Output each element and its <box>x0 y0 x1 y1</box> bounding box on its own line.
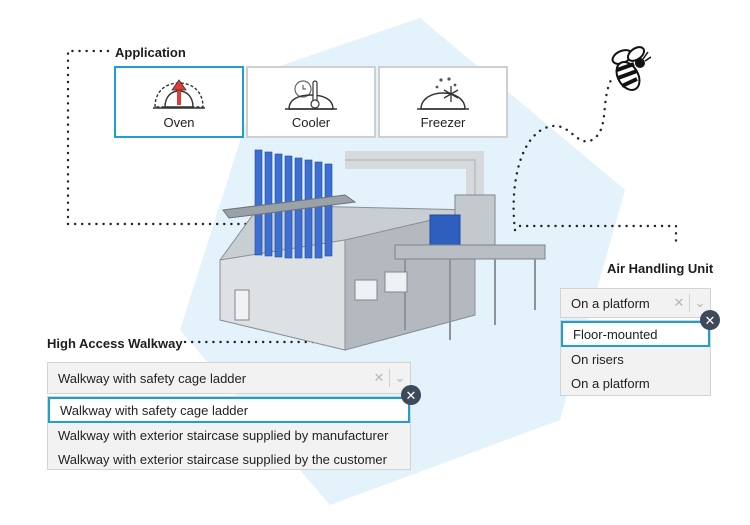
walkway-select[interactable]: Walkway with safety cage ladder ✕ ⌄ <box>47 362 411 394</box>
bee-icon <box>611 46 652 91</box>
freezer-tile[interactable]: Freezer <box>378 66 508 138</box>
freezer-tile-label: Freezer <box>420 115 466 130</box>
close-icon[interactable]: ✕ <box>700 310 720 330</box>
oven-dial-icon <box>153 79 205 109</box>
chevron-down-icon[interactable]: ⌄ <box>694 295 706 310</box>
air-handling-menu: Floor-mounted On risers On a platform <box>560 320 711 396</box>
thermometer-low-icon <box>285 80 337 110</box>
application-heading: Application <box>115 45 186 60</box>
machine-illustration <box>219 149 546 351</box>
select-separator <box>689 294 690 312</box>
air-handling-select[interactable]: On a platform ✕ ⌄ <box>560 288 711 318</box>
cooler-tile-label: Cooler <box>291 115 331 130</box>
walkway-option[interactable]: Walkway with exterior staircase supplied… <box>58 451 387 467</box>
snowflake-dial-icon <box>417 77 469 110</box>
air-handling-option[interactable]: On risers <box>571 351 624 367</box>
close-icon[interactable]: ✕ <box>401 385 421 405</box>
oven-tile[interactable]: Oven <box>114 66 244 138</box>
air-handling-option[interactable]: On a platform <box>571 375 650 391</box>
select-separator <box>389 369 390 387</box>
walkway-option[interactable]: Walkway with exterior staircase supplied… <box>58 427 389 443</box>
cooler-tile[interactable]: Cooler <box>246 66 376 138</box>
air-handling-heading: Air Handling Unit <box>607 261 714 276</box>
chevron-down-icon[interactable]: ⌄ <box>394 370 406 385</box>
clear-icon[interactable]: ✕ <box>373 370 385 385</box>
walkway-heading: High Access Walkway <box>47 336 183 351</box>
air-handling-selected-value: On a platform <box>571 295 650 311</box>
walkway-menu: Walkway with safety cage ladder Walkway … <box>47 396 411 470</box>
walkway-selected-value: Walkway with safety cage ladder <box>58 370 247 386</box>
oven-tile-label: Oven <box>163 115 195 130</box>
air-handling-option[interactable]: Floor-mounted <box>561 321 710 347</box>
clear-icon[interactable]: ✕ <box>673 295 685 310</box>
application-tiles: Oven Cooler Freezer <box>114 66 508 138</box>
walkway-option[interactable]: Walkway with safety cage ladder <box>48 397 410 423</box>
